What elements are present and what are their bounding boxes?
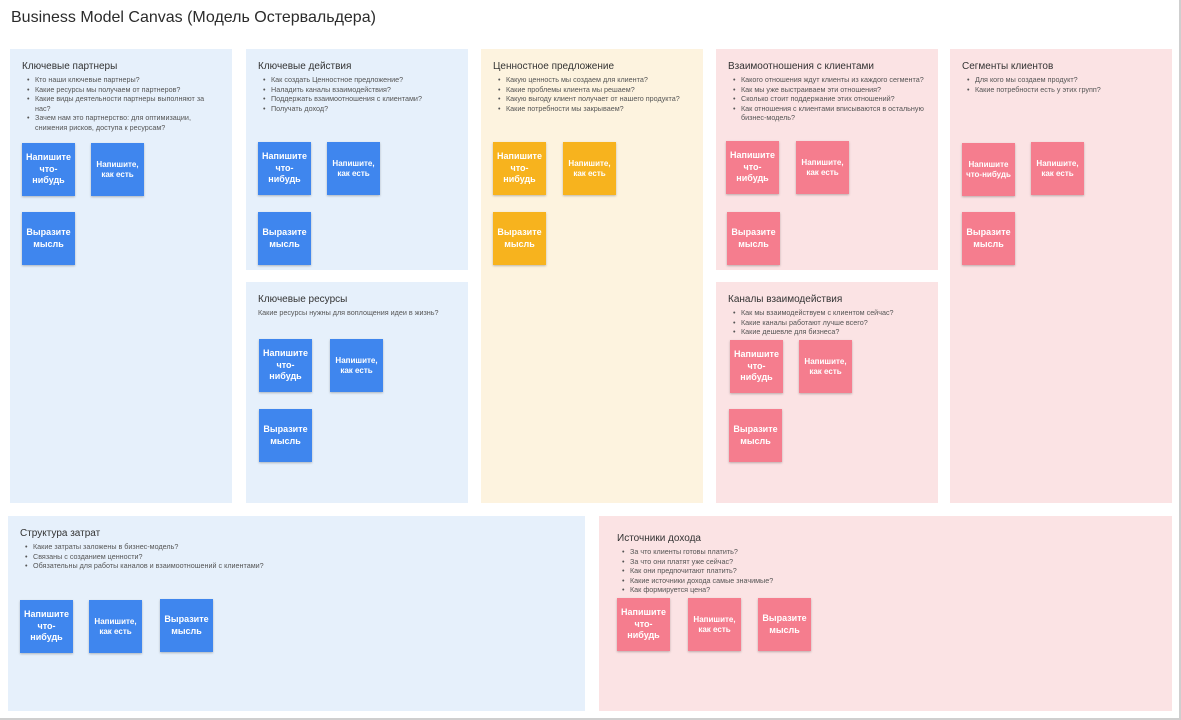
question-item: Как мы уже выстраиваем эти отношения? — [733, 85, 926, 95]
section-title: Взаимоотношения с клиентами — [728, 61, 874, 72]
question-list: Какую ценность мы создаем для клиента? К… — [493, 75, 691, 113]
sticky-note[interactable]: Напишите, как есть — [330, 339, 383, 392]
question-list: Для кого мы создаем продукт? Какие потре… — [962, 75, 1160, 94]
question-list: Кто наши ключевые партнеры? Какие ресурс… — [22, 75, 220, 132]
sticky-note[interactable]: Напишите что-нибудь — [617, 598, 670, 651]
sticky-note[interactable]: Напишите, как есть — [91, 143, 144, 196]
question-item: Сколько стоит поддержание этих отношений… — [733, 94, 926, 104]
question-item: Какие проблемы клиента мы решаем? — [498, 85, 691, 95]
sticky-note[interactable]: Напишите что-нибудь — [493, 142, 546, 195]
question-item: Получать доход? — [263, 104, 456, 114]
sticky-note[interactable]: Напишите что-нибудь — [22, 143, 75, 196]
sticky-note[interactable]: Напишите что-нибудь — [730, 340, 783, 393]
sticky-note[interactable]: Выразите мысль — [962, 212, 1015, 265]
question-item: Как создать Ценностное предложение? — [263, 75, 456, 85]
section-customer-segments[interactable]: Сегменты клиентов Для кого мы создаем пр… — [950, 49, 1172, 503]
question-item: Какие виды деятельности партнеры выполня… — [27, 94, 220, 113]
question-item: Зачем нам это партнерство: для оптимизац… — [27, 113, 220, 132]
canvas-right-border — [1179, 0, 1181, 720]
question-item: Наладить каналы взаимодействия? — [263, 85, 456, 95]
section-key-partners[interactable]: Ключевые партнеры Кто наши ключевые парт… — [10, 49, 232, 503]
question-item: Какие ресурсы мы получаем от партнеров? — [27, 85, 220, 95]
sticky-note[interactable]: Выразите мысль — [727, 212, 780, 265]
sticky-note[interactable]: Выразите мысль — [258, 212, 311, 265]
section-title: Ключевые действия — [258, 61, 352, 72]
question-item: Для кого мы создаем продукт? — [967, 75, 1160, 85]
sticky-note[interactable]: Напишите что-нибудь — [962, 143, 1015, 196]
question-list: Как создать Ценностное предложение? Нала… — [258, 75, 456, 113]
question-item: Как формируется цена? — [622, 585, 1160, 595]
question-item: Связаны с созданием ценности? — [25, 552, 573, 562]
section-title: Ключевые ресурсы — [258, 294, 348, 305]
question-item: Обязательны для работы каналов и взаимоо… — [25, 561, 573, 571]
question-item: Как отношения с клиентами вписываются в … — [733, 104, 926, 123]
page-title: Business Model Canvas (Модель Остервальд… — [11, 9, 376, 26]
sticky-note[interactable]: Напишите что-нибудь — [726, 141, 779, 194]
sticky-note[interactable]: Выразите мысль — [22, 212, 75, 265]
sticky-note[interactable]: Выразите мысль — [493, 212, 546, 265]
question-item: Какие дешевле для бизнеса? — [733, 327, 926, 337]
sticky-note[interactable]: Напишите, как есть — [688, 598, 741, 651]
question-item: Как они предпочитают платить? — [622, 566, 1160, 576]
question-item: Какие потребности мы закрываем? — [498, 104, 691, 114]
section-title: Каналы взаимодействия — [728, 294, 843, 305]
sticky-note[interactable]: Выразите мысль — [160, 599, 213, 652]
question-list: Как мы взаимодействуем с клиентом сейчас… — [728, 308, 926, 337]
question-item: Какие каналы работают лучше всего? — [733, 318, 926, 328]
question-item: Какую выгоду клиент получает от нашего п… — [498, 94, 691, 104]
question-item: Какие источники дохода самые значимые? — [622, 576, 1160, 586]
question-item: За что они платят уже сейчас? — [622, 557, 1160, 567]
question-list: Какие затраты заложены в бизнес-модель? … — [20, 542, 573, 571]
question-item: Какие потребности есть у этих групп? — [967, 85, 1160, 95]
sticky-note[interactable]: Напишите что-нибудь — [259, 339, 312, 392]
sticky-note[interactable]: Напишите, как есть — [89, 600, 142, 653]
section-title: Сегменты клиентов — [962, 61, 1054, 72]
section-title: Ценностное предложение — [493, 61, 615, 72]
question-item: Поддержать взаимоотношения с клиентами? — [263, 94, 456, 104]
question-item: Какую ценность мы создаем для клиента? — [498, 75, 691, 85]
sticky-note[interactable]: Напишите что-нибудь — [20, 600, 73, 653]
section-title: Структура затрат — [20, 528, 101, 539]
question-item: Какие затраты заложены в бизнес-модель? — [25, 542, 573, 552]
sticky-note[interactable]: Напишите, как есть — [799, 340, 852, 393]
sticky-note[interactable]: Выразите мысль — [259, 409, 312, 462]
question-item: Как мы взаимодействуем с клиентом сейчас… — [733, 308, 926, 318]
sticky-note[interactable]: Напишите что-нибудь — [258, 142, 311, 195]
question-list: Какого отношения ждут клиенты из каждого… — [728, 75, 926, 123]
question-item: Кто наши ключевые партнеры? — [27, 75, 220, 85]
sticky-note[interactable]: Напишите, как есть — [327, 142, 380, 195]
question-item: Какого отношения ждут клиенты из каждого… — [733, 75, 926, 85]
sticky-note[interactable]: Выразите мысль — [758, 598, 811, 651]
section-revenue-streams[interactable]: Источники дохода За что клиенты готовы п… — [599, 516, 1172, 711]
section-key-resources[interactable]: Ключевые ресурсы Какие ресурсы нужны для… — [246, 282, 468, 503]
section-value-proposition[interactable]: Ценностное предложение Какую ценность мы… — [481, 49, 703, 503]
sticky-note[interactable]: Выразите мысль — [729, 409, 782, 462]
section-description: Какие ресурсы нужны для воплощения идеи … — [258, 308, 439, 317]
section-title: Ключевые партнеры — [22, 61, 118, 72]
sticky-note[interactable]: Напишите, как есть — [796, 141, 849, 194]
sticky-note[interactable]: Напишите, как есть — [1031, 142, 1084, 195]
section-title: Источники дохода — [617, 533, 701, 544]
canvas-bottom-border — [0, 718, 1181, 720]
question-list: За что клиенты готовы платить? За что он… — [617, 547, 1160, 595]
sticky-note[interactable]: Напишите, как есть — [563, 142, 616, 195]
question-item: За что клиенты готовы платить? — [622, 547, 1160, 557]
